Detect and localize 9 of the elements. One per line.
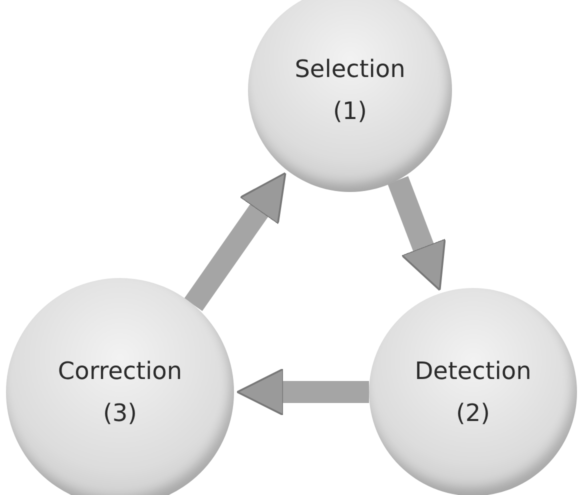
block-arrow [236,368,369,416]
stage-name: Detection [414,357,532,385]
stage-name: Correction [58,357,182,385]
block-arrow [388,176,446,292]
stage-number: (2) [456,399,490,427]
stage-number: (1) [333,97,367,125]
stage-name: Selection [294,55,406,83]
block-arrow [184,172,286,311]
stage-number: (3) [103,399,137,427]
